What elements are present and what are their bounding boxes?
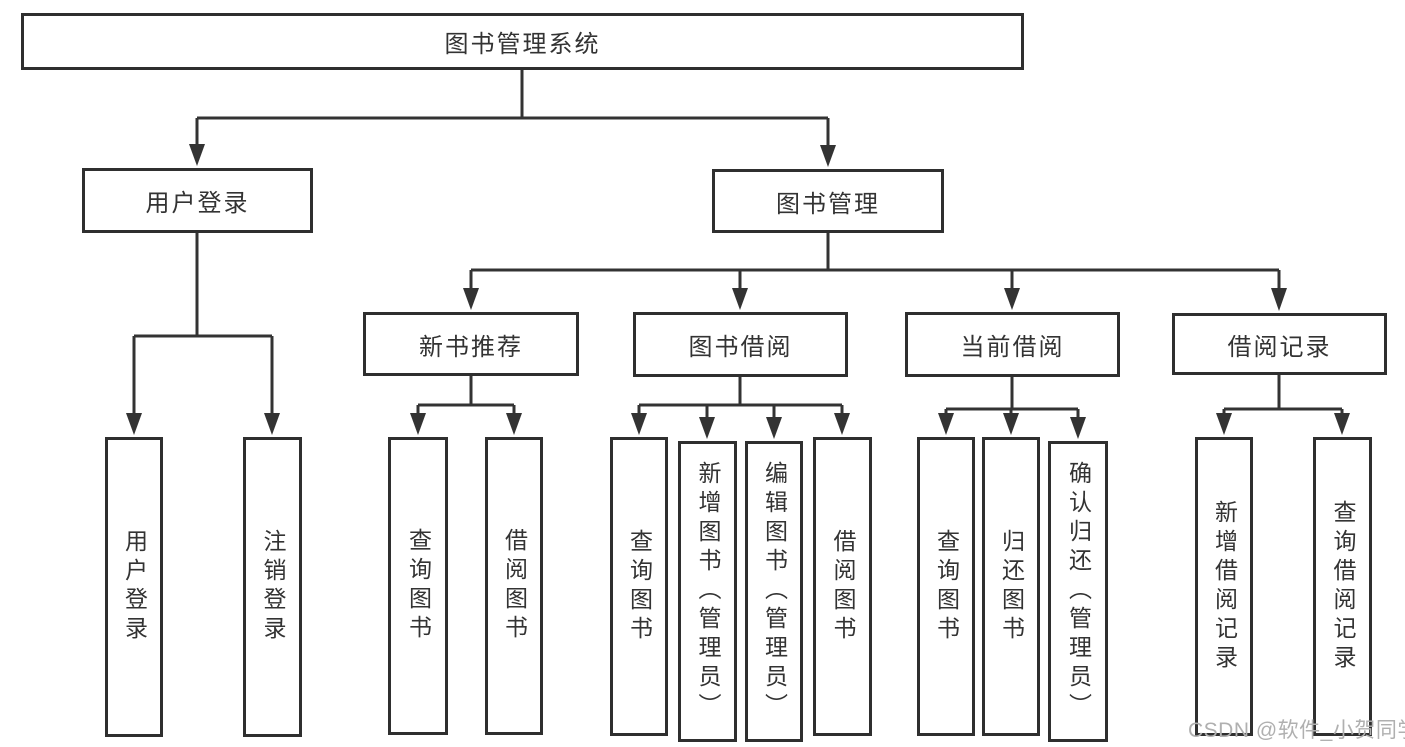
leaf-bb-borrow-books-label: 借阅图书	[830, 528, 856, 645]
node-borrowing-records-label: 借阅记录	[1227, 333, 1332, 361]
node-user-login: 用户登录	[82, 168, 313, 233]
node-book-management-label: 图书管理	[776, 190, 880, 218]
arrowhead-icon	[732, 288, 748, 310]
node-current-borrowing-label: 当前借阅	[960, 334, 1065, 361]
arrowhead-icon	[463, 288, 479, 310]
arrowhead-icon	[264, 413, 280, 435]
leaf-nb-borrow-books-label: 借阅图书	[501, 528, 528, 644]
node-borrowing-records: 借阅记录	[1172, 313, 1387, 375]
arrowhead-icon	[189, 144, 205, 166]
leaf-bb-query-books: 查询图书	[610, 437, 668, 736]
arrowhead-icon	[699, 417, 715, 439]
connector-line	[416, 376, 516, 414]
connector-line	[637, 377, 844, 418]
node-current-borrowing: 当前借阅	[905, 312, 1120, 377]
leaf-bb-query-books-label: 查询图书	[626, 528, 653, 645]
node-new-book-recommend: 新书推荐	[363, 312, 579, 376]
leaf-cb-confirm-return-admin-label: 确认归还（管理员）	[1065, 461, 1092, 722]
leaf-nb-borrow-books: 借阅图书	[485, 437, 543, 735]
leaf-logout-label: 注销登录	[260, 529, 286, 645]
leaf-cb-confirm-return-admin: 确认归还（管理员）	[1048, 441, 1108, 742]
arrowhead-icon	[766, 417, 782, 439]
leaf-nb-query-books: 查询图书	[388, 437, 448, 735]
leaf-bb-edit-books-admin: 编辑图书（管理员）	[745, 441, 803, 742]
leaf-bb-add-books-admin-label: 新增图书（管理员）	[695, 461, 721, 722]
arrowhead-icon	[1070, 417, 1086, 439]
leaf-nb-query-books-label: 查询图书	[405, 528, 432, 644]
connector-line	[944, 377, 1080, 418]
arrowhead-icon	[1003, 413, 1019, 435]
node-book-management: 图书管理	[712, 169, 944, 233]
node-new-book-recommend-label: 新书推荐	[419, 333, 523, 361]
leaf-logout: 注销登录	[243, 437, 302, 737]
leaf-cb-return-books: 归还图书	[982, 437, 1040, 736]
arrowhead-icon	[126, 413, 142, 435]
leaf-br-add-record: 新增借阅记录	[1195, 437, 1253, 736]
node-user-login-label: 用户登录	[145, 190, 250, 217]
connector-line	[1222, 375, 1344, 414]
leaf-cb-query-books-label: 查询图书	[933, 528, 960, 645]
arrowhead-icon	[410, 413, 426, 435]
connector-line	[469, 233, 1281, 289]
leaf-br-add-record-label: 新增借阅记录	[1211, 499, 1238, 674]
leaf-cb-query-books: 查询图书	[917, 437, 975, 736]
leaf-bb-add-books-admin: 新增图书（管理员）	[678, 441, 737, 742]
connector-line	[132, 233, 274, 414]
arrowhead-icon	[1216, 413, 1232, 435]
arrowhead-icon	[631, 413, 647, 435]
arrowhead-icon	[834, 413, 850, 435]
leaf-user-login: 用户登录	[105, 437, 163, 737]
leaf-bb-edit-books-admin-label: 编辑图书（管理员）	[761, 461, 788, 722]
node-book-borrowing-label: 图书借阅	[688, 334, 793, 361]
arrowhead-icon	[820, 145, 836, 167]
leaf-user-login-label: 用户登录	[121, 529, 148, 645]
leaf-cb-return-books-label: 归还图书	[998, 528, 1025, 645]
arrowhead-icon	[1334, 413, 1350, 435]
leaf-br-query-record: 查询借阅记录	[1313, 437, 1372, 736]
arrowhead-icon	[938, 413, 954, 435]
watermark-text: CSDN @软件_小贺同学	[1188, 719, 1405, 742]
node-library-system: 图书管理系统	[21, 13, 1024, 70]
connector-line	[195, 69, 830, 146]
leaf-bb-borrow-books: 借阅图书	[813, 437, 872, 736]
node-book-borrowing: 图书借阅	[633, 312, 848, 377]
arrowhead-icon	[1004, 288, 1020, 310]
arrowhead-icon	[506, 413, 522, 435]
leaf-br-query-record-label: 查询借阅记录	[1330, 499, 1356, 674]
node-library-system-label: 图书管理系统	[444, 31, 601, 58]
arrowhead-icon	[1271, 288, 1287, 311]
